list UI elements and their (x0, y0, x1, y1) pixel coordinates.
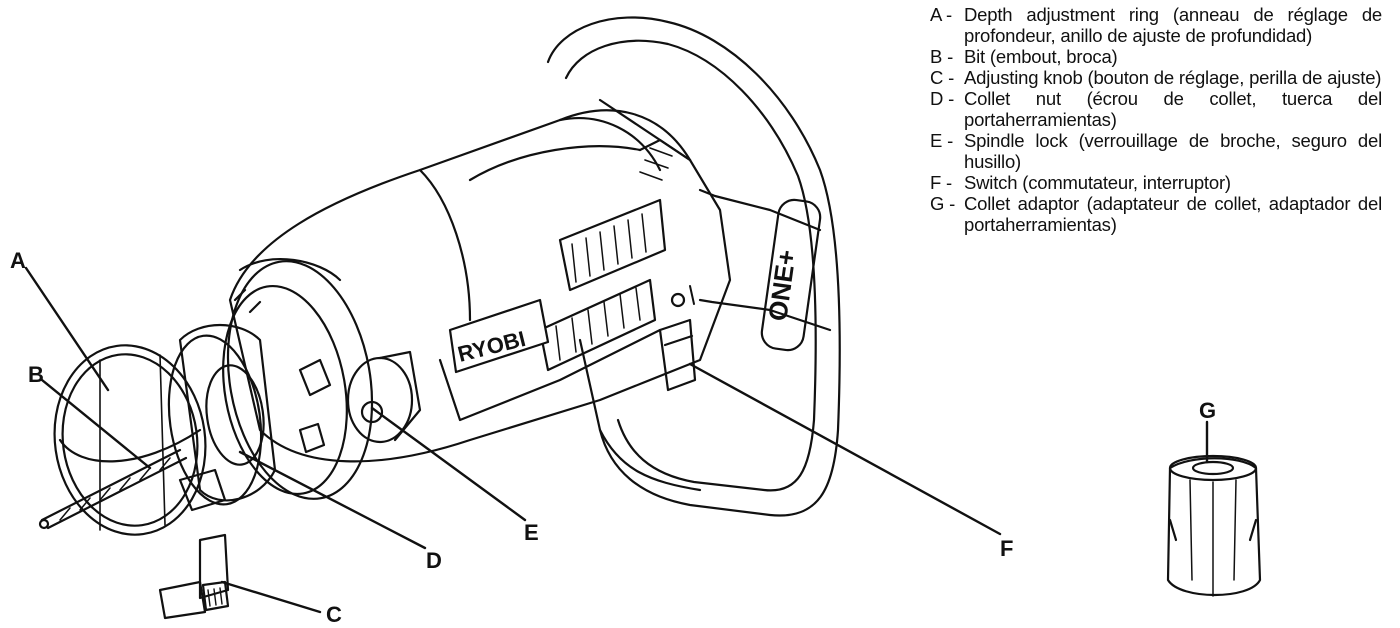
legend-text: Adjusting knob (bouton de réglage, peril… (964, 67, 1382, 88)
legend-key: F - (930, 172, 953, 193)
legend-text: Depth adjustment ring (anneau de réglage… (964, 4, 1382, 46)
legend-item-b: B - Bit (embout, broca) (930, 46, 1382, 67)
legend-text: Spindle lock (verrouillage de broche, se… (964, 130, 1382, 172)
callout-g: G (1199, 398, 1216, 423)
leader-line-c (220, 580, 322, 614)
callout-b: B (28, 362, 44, 387)
legend-key: B - (930, 46, 954, 67)
callout-f: F (1000, 536, 1013, 561)
legend-text: Switch (commutateur, interruptor) (964, 172, 1231, 193)
legend-item-c: C - Adjusting knob (bouton de réglage, p… (930, 67, 1382, 88)
legend-item-d: D - Collet nut (écrou de collet, tuerca … (930, 88, 1382, 130)
motor-housing: RYOBI (228, 98, 732, 463)
leader-line-a (24, 266, 110, 392)
depth-adjustment-ring (53, 344, 227, 536)
legend-item-g: G - Collet adaptor (adaptateur de collet… (930, 193, 1382, 235)
rear-handle (546, 16, 841, 517)
front-nose (167, 258, 374, 506)
legend-item-f: F - Switch (commutateur, interruptor) (930, 172, 1382, 193)
legend-item-e: E - Spindle lock (verrouillage de broche… (930, 130, 1382, 172)
legend-key: C - (930, 67, 955, 88)
legend-item-a: A - Depth adjustment ring (anneau de rég… (930, 4, 1382, 46)
legend-text: Bit (embout, broca) (964, 46, 1118, 67)
legend-key: A - (930, 4, 953, 25)
legend-text: Collet nut (écrou de collet, tuerca del … (964, 88, 1382, 130)
vent-grille (538, 198, 667, 372)
legend-text: Collet adaptor (adaptateur de collet, ad… (964, 193, 1382, 235)
callout-d: D (426, 548, 442, 573)
legend-key: E - (930, 130, 954, 151)
callout-e: E (524, 520, 539, 545)
leader-lines (24, 266, 1209, 614)
spindle-lock (346, 350, 422, 444)
leader-line-b (40, 378, 152, 470)
ryobi-logo-plate: RYOBI (448, 298, 550, 374)
leader-line-e (370, 406, 527, 522)
bit (38, 448, 188, 530)
legend-key: G - (930, 193, 956, 214)
parts-legend: A - Depth adjustment ring (anneau de rég… (930, 4, 1382, 235)
one-plus-logo: ONE+ (762, 248, 802, 323)
one-plus-badge: ONE+ (760, 198, 822, 352)
adjusting-knob (158, 533, 230, 620)
leader-line-f (688, 362, 1002, 536)
callout-c: C (326, 602, 342, 627)
switch (658, 285, 697, 392)
callout-a: A (10, 248, 26, 273)
legend-key: D - (930, 88, 955, 109)
leader-line-d (238, 450, 427, 550)
collet-adaptor (1166, 454, 1262, 597)
